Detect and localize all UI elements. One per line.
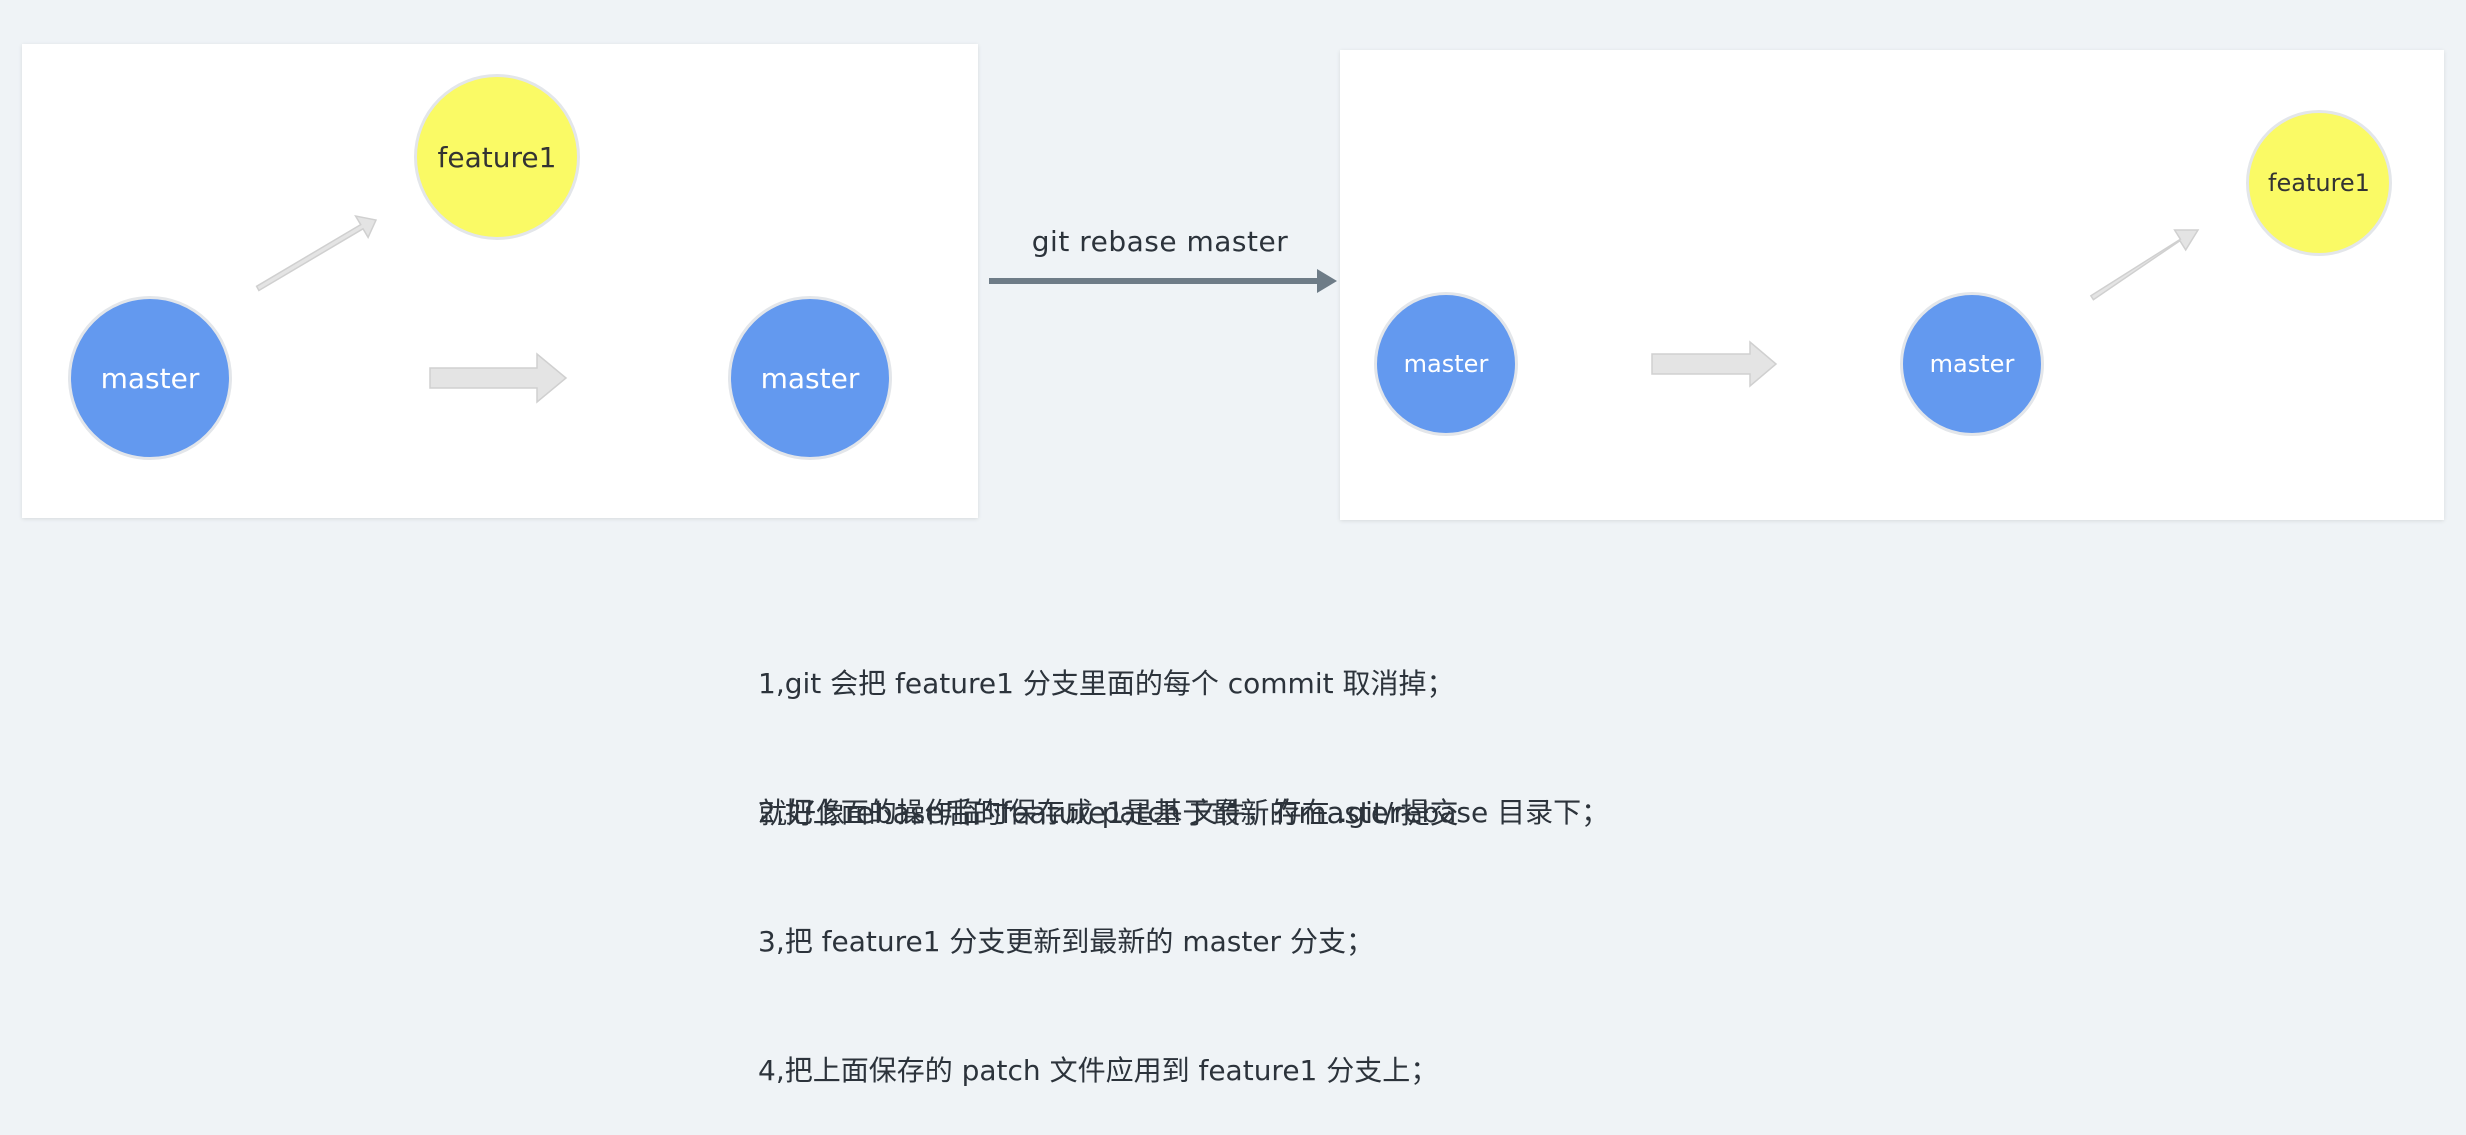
- master-new-node: master: [728, 296, 892, 460]
- feature1-label: feature1: [437, 140, 557, 174]
- master-new-label: master: [760, 361, 860, 395]
- step-line: 4,把上面保存的 patch 文件应用到 feature1 分支上；: [758, 1054, 1439, 1087]
- before-rebase-panel: feature1 master master: [22, 44, 978, 518]
- commit-arrow-icon: [1651, 340, 1778, 388]
- feature1-label: feature1: [2268, 169, 2370, 197]
- master-old-label: master: [1403, 350, 1489, 378]
- master-old-node: master: [1374, 292, 1518, 436]
- feature1-node: feature1: [414, 74, 580, 240]
- master-new-label: master: [1929, 350, 2015, 378]
- step-line: 2,把上面的操作临时保存成 patch 文件，存在 .git/rebase 目录…: [758, 796, 1610, 829]
- command-arrow-icon: [989, 269, 1337, 293]
- master-old-node: master: [68, 296, 232, 460]
- step-line: 3,把 feature1 分支更新到最新的 master 分支；: [758, 925, 1374, 958]
- branch-arrow-icon: [255, 214, 378, 292]
- command-label: git rebase master: [1031, 225, 1289, 258]
- step-line: 1,git 会把 feature1 分支里面的每个 commit 取消掉；: [758, 667, 1455, 700]
- after-rebase-panel: master master feature1: [1340, 50, 2444, 520]
- master-old-label: master: [100, 361, 200, 395]
- master-new-node: master: [1900, 292, 2044, 436]
- commit-arrow-icon: [429, 352, 568, 404]
- feature1-node: feature1: [2246, 110, 2392, 256]
- summary-text: 就好像rebase后的feature1是基于最新的master提交: [758, 796, 1459, 830]
- rebase-steps: 1,git 会把 feature1 分支里面的每个 commit 取消掉； 2,…: [758, 576, 1609, 1135]
- branch-arrow-icon: [2089, 229, 2200, 301]
